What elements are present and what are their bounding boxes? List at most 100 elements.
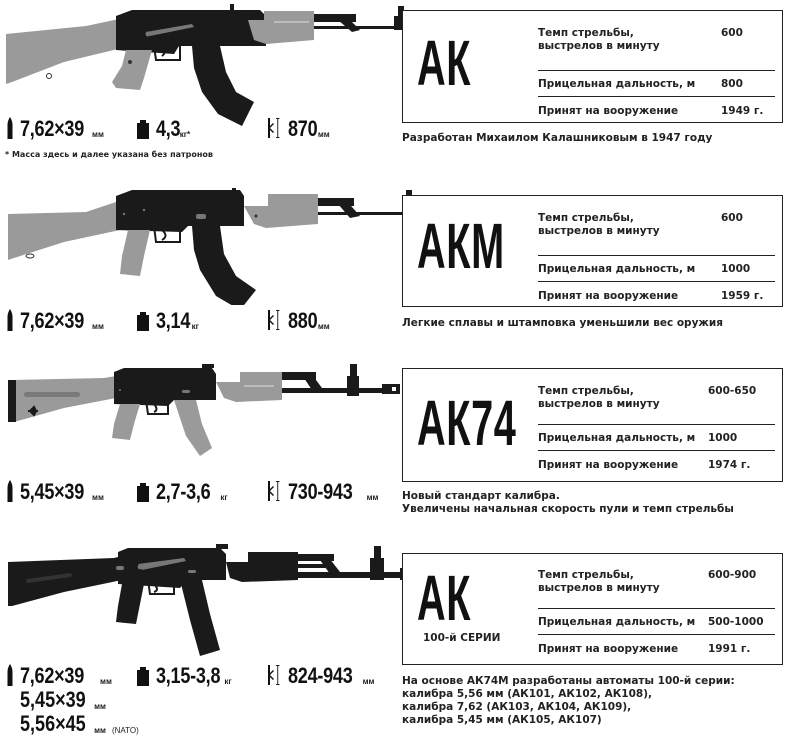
caliber-unit: мм — [100, 677, 112, 686]
spec-value-adopted: 1974 г. — [708, 459, 751, 471]
spec-table: Темп стрельбы, выстрелов в минуту 600 Пр… — [538, 212, 775, 306]
model-name: АКМ — [417, 210, 505, 282]
spec-value-rate: 600-900 — [708, 569, 757, 581]
spec-value-range: 800 — [721, 78, 743, 90]
weight-stat: 2,7-3,6 кг — [136, 481, 228, 503]
weapon-note: Легкие сплавы и штамповка уменьшили вес … — [402, 317, 723, 330]
spec-row-range: Прицельная дальность, м 800 — [538, 71, 775, 97]
weapon-note: Новый стандарт калибра. Увеличены началь… — [402, 490, 734, 516]
spec-label-adopted: Принят на вооружение — [538, 459, 679, 471]
length-stat: 880 мм — [266, 310, 330, 332]
spec-label-rate-line1: Темп стрельбы, — [538, 385, 634, 397]
spec-label-rate-line2: выстрелов в минуту — [538, 225, 660, 237]
spec-value-range: 1000 — [708, 432, 738, 444]
spec-value-adopted: 1949 г. — [721, 105, 764, 117]
bullet-icon — [6, 117, 14, 139]
length-icon — [266, 309, 282, 331]
weight-icon — [136, 309, 150, 331]
length-stat: 730-943 мм — [266, 481, 378, 503]
spec-label-range: Прицельная дальность, м — [538, 616, 696, 628]
spec-label-adopted: Принят на вооружение — [538, 290, 679, 302]
length-unit: мм — [317, 322, 330, 331]
note-line: Легкие сплавы и штамповка уменьшили вес … — [402, 317, 723, 329]
weight-unit: кг — [220, 493, 228, 502]
caliber-value: 5,45×39 — [20, 687, 86, 712]
length-icon — [266, 117, 282, 139]
note-line: калибра 5,45 мм (АК105, АК107) — [402, 714, 602, 726]
caliber-nato-label: (NATO) — [111, 726, 139, 735]
length-icon — [266, 480, 282, 502]
spec-label-rate-line1: Темп стрельбы, — [538, 569, 634, 581]
ak-rifle-illustration — [4, 2, 424, 127]
weapon-section-ak: 7,62×39 мм 4,3 кг* 870 мм * Масса здесь … — [0, 0, 790, 170]
bullet-icon — [6, 664, 14, 686]
length-value: 880 — [288, 308, 318, 333]
model-name: АК74 — [417, 387, 517, 459]
weight-unit: кг* — [179, 130, 191, 139]
spec-value-adopted: 1991 г. — [708, 643, 751, 655]
caliber-stat: 7,62×39 мм — [6, 118, 104, 140]
spec-label-rate-line2: выстрелов в минуту — [538, 398, 660, 410]
weight-stat: 4,3 кг* — [136, 118, 190, 140]
spec-row-range: Прицельная дальность, м 1000 — [538, 256, 775, 282]
weight-icon — [136, 664, 150, 686]
spec-row-rate: Темп стрельбы, выстрелов в минуту 600 — [538, 212, 775, 256]
note-line: Разработан Михаилом Калашниковым в 1947 … — [402, 132, 713, 144]
spec-value-range: 500-1000 — [708, 616, 764, 628]
weight-value: 3,14 — [156, 308, 191, 333]
spec-label-rate-line1: Темп стрельбы, — [538, 27, 634, 39]
spec-value-adopted: 1959 г. — [721, 290, 764, 302]
akm-rifle-illustration — [4, 180, 424, 305]
spec-value-range: 1000 — [721, 263, 751, 275]
caliber-unit: мм — [94, 702, 106, 711]
spec-value-rate: 600 — [721, 27, 743, 39]
caliber-stat: 7,62×39 мм — [6, 310, 104, 332]
spec-label-adopted: Принят на вооружение — [538, 643, 679, 655]
ak74-rifle-illustration — [4, 364, 404, 474]
spec-label-rate-line2: выстрелов в минуту — [538, 582, 660, 594]
caliber-value: 7,62×39 — [20, 308, 84, 333]
bullet-icon — [6, 309, 14, 331]
spec-row-adopted: Принят на вооружение 1974 г. — [538, 451, 775, 475]
caliber-unit: мм — [94, 726, 106, 735]
length-value: 730-943 — [288, 479, 353, 504]
length-unit: мм — [317, 130, 330, 139]
weight-value: 2,7-3,6 — [156, 479, 211, 504]
spec-label-rate-line1: Темп стрельбы, — [538, 212, 634, 224]
spec-row-adopted: Принят на вооружение 1949 г. — [538, 97, 775, 121]
weight-unit: кг — [191, 322, 199, 331]
length-value: 824-943 — [288, 663, 353, 688]
weight-icon — [136, 117, 150, 139]
length-value: 870 — [288, 116, 318, 141]
weapon-note: Разработан Михаилом Калашниковым в 1947 … — [402, 132, 712, 145]
note-line: калибра 5,56 мм (АК101, АК102, АК108), — [402, 688, 652, 700]
caliber-value-row-3: 5,56×45 мм (NATO) — [20, 713, 139, 736]
spec-row-range: Прицельная дальность, м 500-1000 — [538, 609, 775, 635]
ak100-rifle-illustration — [4, 540, 424, 660]
length-stat: 824-943 мм — [266, 665, 374, 687]
weight-value: 4,3 — [156, 116, 181, 141]
spec-row-range: Прицельная дальность, м 1000 — [538, 425, 775, 451]
caliber-value: 7,62×39 — [20, 116, 84, 141]
caliber-unit: мм — [92, 493, 104, 502]
spec-row-adopted: Принят на вооружение 1991 г. — [538, 635, 775, 659]
length-unit: мм — [366, 493, 379, 502]
caliber-value: 7,62×39 — [20, 663, 84, 688]
weapon-note: На основе АК74М разработаны автоматы 100… — [402, 675, 735, 727]
spec-row-rate: Темп стрельбы, выстрелов в минуту 600-65… — [538, 385, 775, 425]
spec-box-akm: АКМ Темп стрельбы, выстрелов в минуту 60… — [402, 195, 783, 307]
spec-label-range: Прицельная дальность, м — [538, 78, 696, 90]
spec-row-adopted: Принят на вооружение 1959 г. — [538, 282, 775, 306]
model-subtitle: 100-й СЕРИИ — [423, 632, 501, 644]
spec-value-rate: 600-650 — [708, 385, 757, 397]
weight-stat: 3,14 кг — [136, 310, 199, 332]
note-line: На основе АК74М разработаны автоматы 100… — [402, 675, 735, 687]
length-unit: мм — [362, 677, 375, 686]
caliber-value: 5,45×39 — [20, 479, 84, 504]
spec-box-ak: АК Темп стрельбы, выстрелов в минуту 600… — [402, 10, 783, 123]
model-name: АК — [417, 562, 472, 634]
note-line: калибра 7,62 (АК103, АК104, АК109), — [402, 701, 632, 713]
weight-unit: кг — [224, 677, 232, 686]
length-icon — [266, 664, 282, 686]
weight-icon — [136, 480, 150, 502]
